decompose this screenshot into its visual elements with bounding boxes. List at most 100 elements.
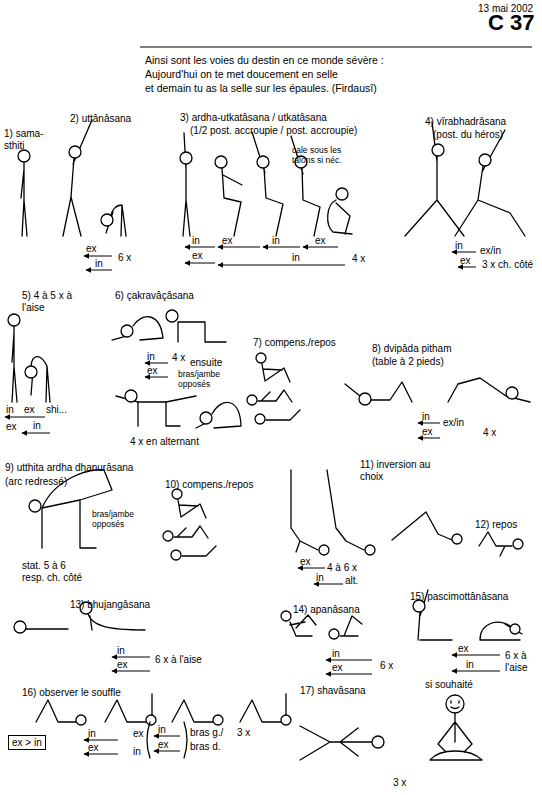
text-label: ex — [222, 235, 233, 247]
text-label: in — [133, 746, 141, 758]
text-label: ex — [24, 404, 35, 416]
breath-arrow — [84, 256, 112, 257]
figure-head — [18, 150, 30, 162]
text-label: 6 x — [380, 660, 393, 672]
breath-arrow — [145, 377, 168, 378]
text-label: 14) apanâsana — [293, 604, 360, 616]
figure-head — [432, 144, 444, 156]
figure-head — [329, 629, 339, 639]
breath-arrow — [154, 736, 180, 737]
stick-figure — [328, 200, 352, 234]
text-label: in — [158, 724, 166, 736]
figure-head — [513, 539, 523, 549]
text-label: 4 x — [172, 352, 185, 364]
figure-head — [8, 314, 20, 326]
stick-figure — [258, 390, 292, 402]
text-label: 11) inversion au choix — [360, 459, 435, 482]
figure-head — [125, 390, 137, 402]
text-label: 6 x — [118, 252, 131, 264]
text-label: 17) shavâsana — [300, 685, 366, 697]
face — [451, 701, 459, 709]
text-label: 8) dvipâda pitham — [372, 343, 452, 355]
stick-figure — [430, 713, 482, 760]
text-label: (arc redressé) — [5, 476, 67, 488]
stick-figure — [345, 382, 412, 402]
text-label: resp. ch. côté — [22, 572, 82, 584]
text-label: ex — [315, 235, 326, 247]
figure-head — [281, 611, 291, 621]
breath-arrow — [218, 265, 345, 266]
text-label: shi... — [46, 404, 67, 416]
figure-head — [180, 152, 192, 164]
stick-figure — [300, 726, 372, 760]
figure-head — [121, 325, 133, 337]
text-label: ex/in — [480, 245, 501, 257]
stick-figure — [291, 470, 318, 552]
text-label: (1/2 post. accroupie / post. accroupie) — [190, 125, 357, 137]
stick-figure — [455, 130, 525, 236]
figure-head — [76, 715, 86, 725]
text-label: 6) çakravâçâsana — [115, 290, 194, 302]
figure-head — [281, 715, 291, 725]
breath-arrow — [452, 671, 500, 672]
figure-head — [510, 624, 520, 634]
text-label: bras d. — [190, 741, 221, 753]
text-label: 12) repos — [475, 519, 517, 531]
text-label: in — [292, 252, 300, 264]
text-label: si souhaité — [425, 679, 473, 691]
breath-arrow — [263, 247, 300, 248]
breath-arrow — [84, 740, 118, 741]
text-label: 13 mai 2002 — [478, 3, 533, 15]
breath-arrow — [452, 655, 500, 656]
text-label: in — [332, 648, 340, 660]
text-label: ex — [6, 421, 17, 433]
text-label: bras g./ — [190, 727, 223, 739]
stick-figure — [290, 615, 316, 636]
breath-arrow — [458, 267, 476, 268]
figure-head — [215, 156, 227, 168]
breath-arrow — [22, 433, 50, 434]
breath-arrow — [326, 660, 372, 661]
breath-arrow — [303, 247, 338, 248]
stick-figure — [88, 614, 145, 630]
text-label: ex — [133, 728, 144, 740]
breath-arrow — [298, 568, 325, 569]
figure-head — [319, 545, 329, 555]
stick-figure — [479, 532, 512, 556]
figure-head — [29, 500, 41, 512]
stick-figure — [262, 364, 290, 382]
figure-head — [446, 695, 464, 713]
text-label: in — [147, 351, 155, 363]
text-label: ex — [86, 243, 97, 255]
breath-arrow — [154, 751, 180, 752]
text-label: 2) uttânâsana — [70, 113, 131, 125]
stick-figure — [178, 500, 206, 518]
figure-head — [69, 146, 81, 158]
text-label: 7) compens./repos — [253, 337, 336, 349]
text-label: Aujourd'hui on te met doucement en selle — [145, 68, 338, 80]
figure-head — [372, 736, 384, 748]
text-label: stat. 5 à 6 — [22, 560, 66, 572]
text-label: ex — [332, 662, 343, 674]
text-label: 4 x en alternant — [130, 436, 199, 448]
stick-figure — [448, 378, 530, 402]
stick-figure — [105, 694, 152, 722]
stick-figure — [172, 700, 213, 722]
breath-arrow — [84, 754, 118, 755]
figure-head — [213, 715, 223, 725]
text-label: 16) observer le souffle — [22, 687, 121, 699]
text-label: ex — [300, 556, 311, 568]
breath-arrow — [314, 584, 343, 585]
text-label: 4) vîrabhadrâsana — [425, 116, 506, 128]
stick-figure — [252, 132, 283, 236]
box-text: ex > in — [12, 736, 42, 749]
breath-arrow — [86, 270, 112, 271]
text-label: alt. — [345, 575, 358, 587]
text-label: ex/in — [443, 417, 464, 429]
bracket — [147, 722, 187, 758]
text-label: in — [33, 420, 41, 432]
text-label: 3) ardha-utkatâsana / utkatâsana — [180, 112, 327, 124]
sheet-title: C 37 — [488, 12, 534, 34]
stick-figure — [392, 512, 452, 540]
